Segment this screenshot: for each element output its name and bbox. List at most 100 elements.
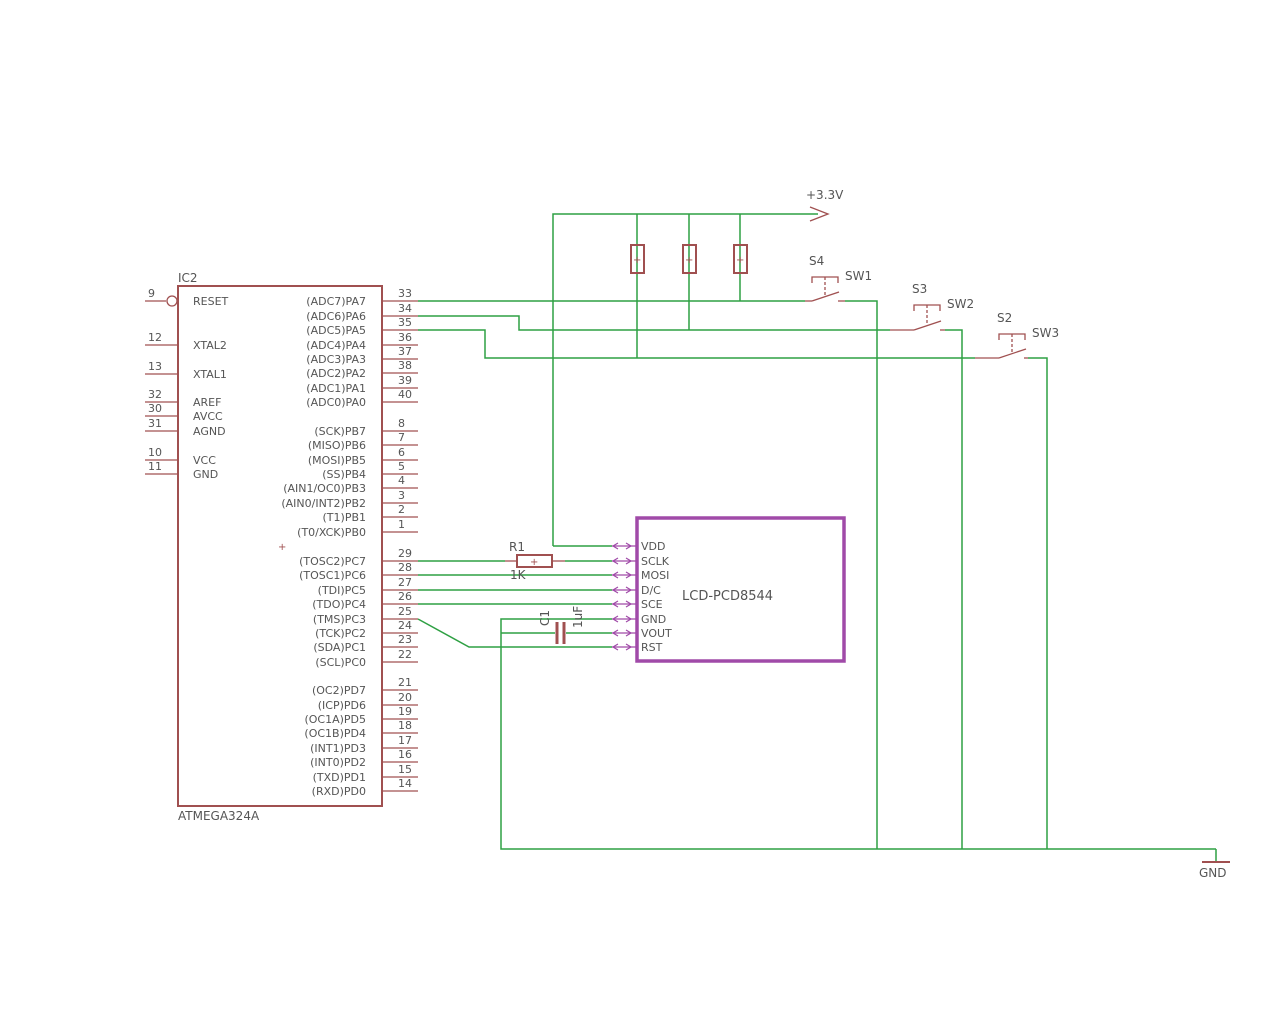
wire-gnd-rail [500, 618, 1216, 850]
lcd-pin-name: VDD [641, 540, 665, 553]
lcd-name-label: LCD-PCD8544 [682, 589, 773, 604]
wire-pc3-rst [417, 618, 612, 648]
mcu-right-pin-number: 17 [398, 734, 412, 747]
mcu-ref-label: IC2 [178, 271, 198, 285]
lcd-pin-arrow-icon [611, 615, 619, 623]
ground-symbol: GND [1199, 861, 1230, 880]
lcd-pin-arrow-icon [625, 586, 633, 594]
lcd-pin-name: SCLK [641, 555, 670, 568]
mcu-left-pin-name: XTAL2 [193, 339, 227, 352]
ground-label: GND [1199, 866, 1227, 880]
c1-value-label: 1uF [571, 606, 585, 628]
switch-sw3: S2 SW3 [975, 311, 1059, 359]
mcu-right-pin-name: (ADC1)PA1 [306, 382, 366, 395]
lcd-pin-arrow-icon [611, 586, 619, 594]
mcu-right-pin-number: 33 [398, 287, 412, 300]
switch-sw2: S3 SW2 [890, 282, 974, 331]
mcu-right-pin-number: 7 [398, 431, 405, 444]
mcu-right-pin-name: (SS)PB4 [322, 468, 366, 481]
pullup-resistor-3-mark: + [736, 255, 744, 266]
mcu-left-pin-number: 12 [148, 331, 162, 344]
lcd-pin-arrow-icon [625, 643, 633, 651]
mcu-left-pin-number: 9 [148, 287, 155, 300]
mcu-left-pin-name: GND [193, 468, 218, 481]
mcu-right-pin-name: (TDI)PC5 [318, 584, 366, 597]
mcu-right-pin-number: 37 [398, 345, 412, 358]
sw1-name-label: SW1 [845, 269, 872, 283]
supply-label: +3.3V [806, 188, 844, 202]
mcu-right-pin-number: 40 [398, 388, 412, 401]
mcu-right-pin-name: (TDO)PC4 [312, 598, 366, 611]
mcu-right-pin-name: (TCK)PC2 [315, 627, 366, 640]
mcu-right-pin-name: (ADC6)PA6 [306, 310, 366, 323]
mcu-right-pin-name: (ADC4)PA4 [306, 339, 366, 352]
mcu-right-pin-number: 18 [398, 719, 412, 732]
mcu-right-pin-number: 27 [398, 576, 412, 589]
mcu-right-pin-number: 3 [398, 489, 405, 502]
sw1-ref-label: S4 [809, 254, 824, 268]
mcu-left-pin-name: AVCC [193, 410, 223, 423]
pullup-resistor-2-mark: + [685, 255, 693, 266]
mcu-right-pin-number: 38 [398, 359, 412, 372]
lcd-pin-arrow-icon [611, 557, 619, 565]
lcd-pin-arrow-icon [625, 600, 633, 608]
mcu-right-pin-name: (TXD)PD1 [313, 771, 366, 784]
sw3-name-label: SW3 [1032, 326, 1059, 340]
mcu-part-label: ATMEGA324A [178, 809, 260, 823]
mcu-right-pin-number: 35 [398, 316, 412, 329]
mcu-left-pin-name: AGND [193, 425, 226, 438]
pullup-resistors: + + + [630, 244, 748, 274]
mcu-right-pin-name: (TOSC2)PC7 [299, 555, 366, 568]
mcu-right-pin-name: (T0/XCK)PB0 [297, 526, 366, 539]
mcu-right-pin-name: (RXD)PD0 [312, 785, 366, 798]
c1-ref-label: C1 [538, 610, 552, 626]
mcu-right-pin-number: 6 [398, 446, 405, 459]
mcu-right-pin-name: (INT0)PD2 [310, 756, 366, 769]
lcd-pin-arrow-icon [611, 571, 619, 579]
mcu-right-pin-number: 24 [398, 619, 412, 632]
mcu-right-pin-number: 28 [398, 561, 412, 574]
lcd-pin-arrow-icon [611, 600, 619, 608]
mcu-right-pin-number: 5 [398, 460, 405, 473]
mcu-right-pin-name: (ADC0)PA0 [306, 396, 366, 409]
pullup-resistor-3 [733, 244, 748, 274]
mcu-right-pin-number: 15 [398, 763, 412, 776]
pullup-resistor-2 [682, 244, 697, 274]
lcd-pin-arrow-icon [625, 571, 633, 579]
mcu-right-pin-number: 8 [398, 417, 405, 430]
mcu-right-pin-name: (OC1B)PD4 [304, 727, 366, 740]
mcu-left-pin-number: 10 [148, 446, 162, 459]
pullup-resistor-1 [630, 244, 645, 274]
mcu-right-pin-number: 39 [398, 374, 412, 387]
mcu-right-pin-name: (OC2)PD7 [312, 684, 366, 697]
mcu-left-pin-name: XTAL1 [193, 368, 227, 381]
mcu-right-pin-name: (ADC2)PA2 [306, 367, 366, 380]
mcu-right-pin-number: 22 [398, 648, 412, 661]
mcu-left-pin-number: 32 [148, 388, 162, 401]
mcu-right-pin-number: 21 [398, 676, 412, 689]
sw3-contact [998, 348, 1027, 359]
sw1-contact [811, 291, 840, 302]
mcu-right-pin-name: (ADC7)PA7 [306, 295, 366, 308]
lcd-pin-arrow-icon [625, 557, 633, 565]
pullup-resistor-1-mark: + [633, 255, 641, 266]
wire-pa6-sw2 [418, 315, 890, 331]
mcu-right-pin-number: 23 [398, 633, 412, 646]
lcd-pin-name: MOSI [641, 569, 669, 582]
sw2-contact [913, 320, 942, 331]
switch-sw1: S4 SW1 [805, 254, 872, 302]
wire-sw1-gnd [845, 300, 878, 849]
mcu-right-pin-number: 29 [398, 547, 412, 560]
supply-arrow-icon [809, 206, 830, 222]
c1-capacitor: C1 1uF [538, 606, 585, 644]
mcu-right-pin-name: (AIN0/INT2)PB2 [281, 497, 366, 510]
mcu-left-pin-number: 30 [148, 402, 162, 415]
sw2-ref-label: S3 [912, 282, 927, 296]
mcu-left-pins: 9RESET12XTAL213XTAL132AREF30AVCC31AGND10… [145, 287, 229, 481]
mcu-symbol: IC2 ATMEGA324A 9RESET12XTAL213XTAL132ARE… [145, 271, 418, 823]
reset-inversion-bubble [166, 295, 178, 307]
lcd-pin-arrow-icon [625, 615, 633, 623]
